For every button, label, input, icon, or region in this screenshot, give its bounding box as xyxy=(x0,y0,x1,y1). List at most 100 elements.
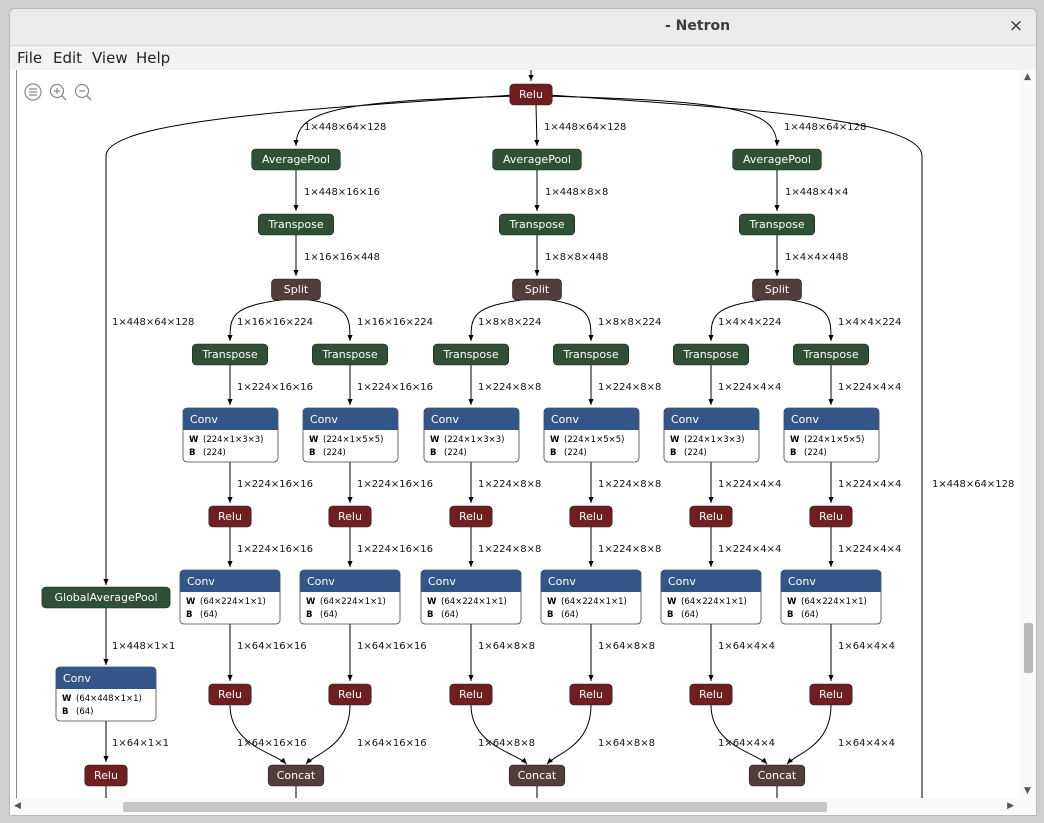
node-split-3[interactable]: Split xyxy=(752,278,802,301)
node-relu-b-3-1-label: Relu xyxy=(699,688,723,701)
edge-label: 1×8×8×224 xyxy=(598,317,661,328)
node-concat-3[interactable]: Concat xyxy=(748,764,806,787)
window-title: - Netron xyxy=(665,18,731,34)
node-globalaveragepool[interactable]: GlobalAveragePool xyxy=(41,586,171,609)
node-relu-b-1-1[interactable]: Relu xyxy=(208,683,252,706)
node-globalaveragepool-label: GlobalAveragePool xyxy=(54,591,157,604)
node-relu-a-2-1[interactable]: Relu xyxy=(449,505,493,528)
node-relu-b-3-1[interactable]: Relu xyxy=(689,683,733,706)
node-relu-b-3-2-label: Relu xyxy=(819,688,843,701)
menu-view[interactable]: View xyxy=(92,49,128,67)
horizontal-scrollbar[interactable]: ◀ ▶ xyxy=(10,798,1036,815)
scroll-left-arrow-icon[interactable]: ◀ xyxy=(14,801,21,811)
node-split-1-label: Split xyxy=(284,283,309,296)
node-transpose-2-2[interactable]: Transpose xyxy=(552,343,629,366)
node-relu-a-1-1[interactable]: Relu xyxy=(208,505,252,528)
menu-help[interactable]: Help xyxy=(136,49,171,67)
weight-shape: (224×1×3×3) xyxy=(444,435,504,445)
node-transpose-3-2[interactable]: Transpose xyxy=(792,343,869,366)
scroll-down-arrow-icon[interactable]: ▼ xyxy=(1024,786,1031,796)
edge xyxy=(468,298,530,342)
edge-label: 1×224×8×8 xyxy=(478,382,541,393)
horizontal-scroll-thumb[interactable] xyxy=(123,802,827,812)
weight-key: W xyxy=(787,597,797,607)
node-transpose-1-1[interactable]: Transpose xyxy=(192,343,269,366)
weight-key: W xyxy=(189,435,199,445)
edge-label: 1×448×1×1 xyxy=(112,641,175,652)
sidebar-icon[interactable] xyxy=(24,83,42,101)
node-conv-b-2-2-label: Conv xyxy=(548,575,576,588)
edge-label: 1×64×4×4 xyxy=(838,738,895,749)
node-relu-b-2-2-label: Relu xyxy=(579,688,603,701)
edge-label-root-2: 1×448×64×128 xyxy=(544,122,626,133)
node-relu-b-3-2[interactable]: Relu xyxy=(809,683,853,706)
weight-key: W xyxy=(550,435,560,445)
node-relu-b-2-1[interactable]: Relu xyxy=(449,683,493,706)
node-relu-b-1-2-label: Relu xyxy=(338,688,362,701)
node-relu-a-3-1[interactable]: Relu xyxy=(689,505,733,528)
node-transpose-1[interactable]: Transpose xyxy=(257,213,334,236)
node-transpose-2[interactable]: Transpose xyxy=(498,213,575,236)
scroll-right-arrow-icon[interactable]: ▶ xyxy=(1007,801,1014,811)
node-conv-a-3-2-label: Conv xyxy=(791,413,819,426)
node-concat-2[interactable]: Concat xyxy=(508,764,566,787)
bias-shape: (64) xyxy=(441,610,458,620)
edge-label: 1×8×8×224 xyxy=(478,317,541,328)
node-relu-b-1-2[interactable]: Relu xyxy=(328,683,372,706)
node-conv-a-3-1-label: Conv xyxy=(671,413,699,426)
weight-key: W xyxy=(670,435,680,445)
scroll-up-arrow-icon[interactable]: ▲ xyxy=(1024,72,1031,82)
close-button[interactable]: × xyxy=(1008,16,1024,36)
node-transpose-3[interactable]: Transpose xyxy=(738,213,815,236)
menu-edit[interactable]: Edit xyxy=(53,49,83,67)
edge-label-root-1: 1×448×64×128 xyxy=(304,122,386,133)
node-split-1[interactable]: Split xyxy=(271,278,321,301)
vertical-scroll-thumb[interactable] xyxy=(1024,623,1033,673)
bias-key: B xyxy=(189,448,195,458)
edge-label: 1×224×4×4 xyxy=(718,479,781,490)
node-relu-a-3-2[interactable]: Relu xyxy=(809,505,853,528)
node-transpose-2-1[interactable]: Transpose xyxy=(432,343,509,366)
edge-label: 1×224×4×4 xyxy=(718,382,781,393)
node-conv-a-2-2-label: Conv xyxy=(551,413,579,426)
node-averagepool-1[interactable]: AveragePool xyxy=(251,148,341,171)
vertical-scrollbar[interactable]: ▲ ▼ xyxy=(1020,70,1036,798)
node-relu-a-3-2-label: Relu xyxy=(819,510,843,523)
node-concat-2-label: Concat xyxy=(518,769,557,782)
node-relu-global[interactable]: Relu xyxy=(84,764,128,787)
weight-shape: (64×224×1×1) xyxy=(320,597,386,607)
bias-key: B xyxy=(790,448,796,458)
node-relu-a-1-2[interactable]: Relu xyxy=(328,505,372,528)
node-transpose-3-1[interactable]: Transpose xyxy=(672,343,749,366)
menu-file[interactable]: File xyxy=(17,49,43,67)
bias-shape: (224) xyxy=(203,448,226,458)
edge-label: 1×224×8×8 xyxy=(598,382,661,393)
node-relu-b-2-2[interactable]: Relu xyxy=(569,683,613,706)
node-split-2[interactable]: Split xyxy=(512,278,562,301)
node-relu-a-2-2[interactable]: Relu xyxy=(569,505,613,528)
edge-label: 1×8×8×448 xyxy=(545,252,608,263)
weight-shape: (224×1×5×5) xyxy=(804,435,864,445)
zoom-out-icon[interactable] xyxy=(74,83,92,101)
node-transpose-1-2[interactable]: Transpose xyxy=(311,343,388,366)
node-averagepool-2[interactable]: AveragePool xyxy=(492,148,582,171)
node-relu-top[interactable]: Relu xyxy=(509,83,553,106)
zoom-in-icon[interactable] xyxy=(49,83,67,101)
weight-shape: (224×1×3×3) xyxy=(203,435,263,445)
node-averagepool-3[interactable]: AveragePool xyxy=(732,148,822,171)
node-concat-1[interactable]: Concat xyxy=(267,764,325,787)
